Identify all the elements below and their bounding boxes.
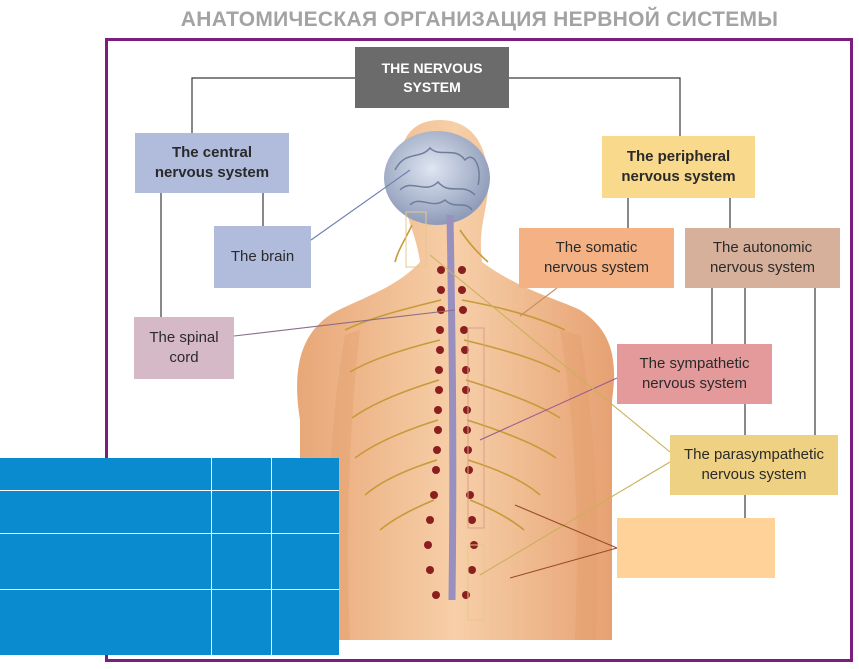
spinal-cord-drawing — [446, 214, 457, 601]
table-cell — [212, 534, 272, 590]
table-cell — [0, 534, 212, 590]
peripheral-nervous-system-box: The peripheral nervous system — [602, 136, 755, 198]
diagram-title: АНАТОМИЧЕСКАЯ ОРГАНИЗАЦИЯ НЕРВНОЙ СИСТЕМ… — [180, 8, 779, 31]
brain-box: The brain — [214, 226, 311, 288]
autonomic-nervous-system-box: The autonomic nervous system — [685, 228, 840, 288]
pointer-lines — [233, 169, 671, 579]
table-cell — [272, 458, 339, 491]
table-cell — [0, 458, 212, 491]
vertebra-dots — [424, 266, 478, 599]
brain-drawing — [384, 131, 490, 225]
connector-lines — [160, 77, 816, 518]
table-cell — [272, 590, 339, 655]
diagram-frame — [105, 38, 853, 662]
table-cell — [212, 590, 272, 655]
blank-label-box — [617, 518, 775, 578]
blue-table — [0, 458, 339, 655]
spinal-cord-box: The spinal cord — [134, 317, 234, 379]
parasympathetic-nervous-system-box: The parasympathetic nervous system — [670, 435, 838, 495]
nerve-lines — [344, 224, 566, 531]
table-cell — [212, 458, 272, 491]
table-cell — [212, 491, 272, 534]
table-cell — [272, 534, 339, 590]
somatic-nervous-system-box: The somatic nervous system — [519, 228, 674, 288]
central-nervous-system-box: The central nervous system — [135, 133, 289, 193]
nervous-system-box: THE NERVOUS SYSTEM — [355, 47, 509, 108]
table-cell — [0, 491, 212, 534]
sympathetic-nervous-system-box: The sympathetic nervous system — [617, 344, 772, 404]
table-cell — [272, 491, 339, 534]
table-cell — [0, 590, 212, 655]
